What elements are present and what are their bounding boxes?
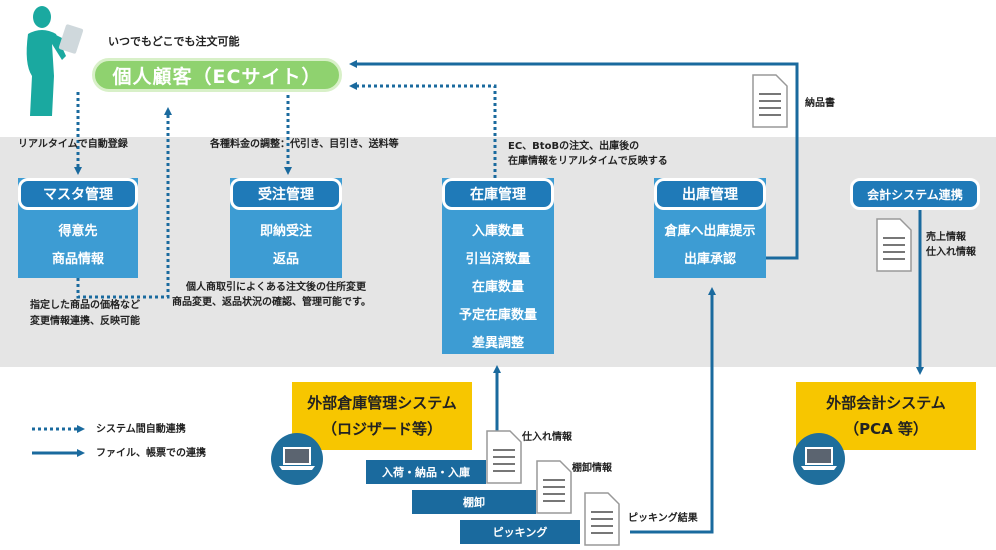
label-stocktake-info: 棚卸情報 [572,463,612,474]
file-link-delivery [349,60,799,260]
module-master-title: マスタ管理 [18,178,138,210]
module-inventory-item: 予定在庫数量 [458,308,537,323]
note-sales-info-2: 仕入れ情報 [926,247,976,258]
external-accounting-name: 外部会計システム [826,394,946,412]
module-master-item: 得意先 [58,224,98,239]
note-realtime-register: リアルタイムで自動登録 [18,139,128,150]
process-stocktake: 棚卸 [412,490,536,514]
module-order-title: 受注管理 [230,178,342,210]
module-master: マスタ管理 得意先 商品情報 [18,178,138,278]
module-master-item: 商品情報 [51,252,104,267]
module-inventory-item: 入庫数量 [471,224,524,239]
process-receiving: 入荷・納品・入庫 [366,460,486,484]
file-link-picking [630,287,716,534]
module-shipping-item: 倉庫へ出庫提示 [664,224,756,239]
note-price-change-1: 指定した商品の価格など [30,300,140,311]
module-shipping-item: 出庫承認 [683,252,736,267]
process-picking: ピッキング [460,520,580,544]
module-inventory-title: 在庫管理 [442,178,554,210]
external-accounting-example: （PCA 等） [844,420,928,438]
external-warehouse-system: 外部倉庫管理システム （ロジザード等） [292,382,472,450]
note-delivery: 納品書 [805,98,835,109]
module-order-item: 即納受注 [259,224,312,239]
ec-site-node: 個人顧客（ECサイト） [92,58,342,92]
note-order-after-1: 個人商取引によくある注文後の住所変更 [186,282,366,293]
document-icon [486,430,522,484]
laptop-icon [793,433,845,485]
label-purchase-info: 仕入れ情報 [522,432,572,443]
module-shipping-title: 出庫管理 [654,178,766,210]
legend-auto-label: システム間自動連携 [96,424,186,435]
customer-caption: いつでもどこでも注文可能 [108,35,240,48]
module-inventory-item: 差異調整 [471,336,524,351]
external-warehouse-name: 外部倉庫管理システム [307,394,457,412]
module-order: 受注管理 即納受注 返品 [230,178,342,278]
note-sales-info-1: 売上情報 [926,232,966,243]
module-inventory: 在庫管理 入庫数量 引当済数量 在庫数量 予定在庫数量 差異調整 [442,178,554,354]
document-icon [752,74,788,128]
document-icon [584,492,620,546]
note-stock-sync-2: 在庫情報をリアルタイムで反映する [508,156,668,167]
legend-file-label: ファイル、帳票での連携 [96,448,206,459]
module-inventory-item: 在庫数量 [471,280,524,295]
module-accounting-title: 会計システム連携 [850,178,980,210]
module-order-item: 返品 [272,252,299,267]
module-shipping: 出庫管理 倉庫へ出庫提示 出庫承認 [654,178,766,278]
laptop-icon [271,433,323,485]
module-inventory-item: 引当済数量 [465,252,531,267]
note-price-change-2: 変更情報連携、反映可能 [30,316,140,327]
document-icon [536,460,572,514]
note-pricing: 各種料金の調整：代引き、目引き、送料等 [210,139,399,150]
document-icon [876,218,912,272]
auto-link-inventory [349,82,497,178]
note-order-after-2: 商品変更、返品状況の確認、管理可能です。 [172,297,371,308]
person-icon [26,6,84,116]
note-stock-sync-1: EC、BtoBの注文、出庫後の [508,141,640,152]
module-accounting: 会計システム連携 [850,178,980,210]
external-warehouse-example: （ロジザード等） [321,420,442,438]
label-picking-result: ピッキング結果 [628,513,698,524]
